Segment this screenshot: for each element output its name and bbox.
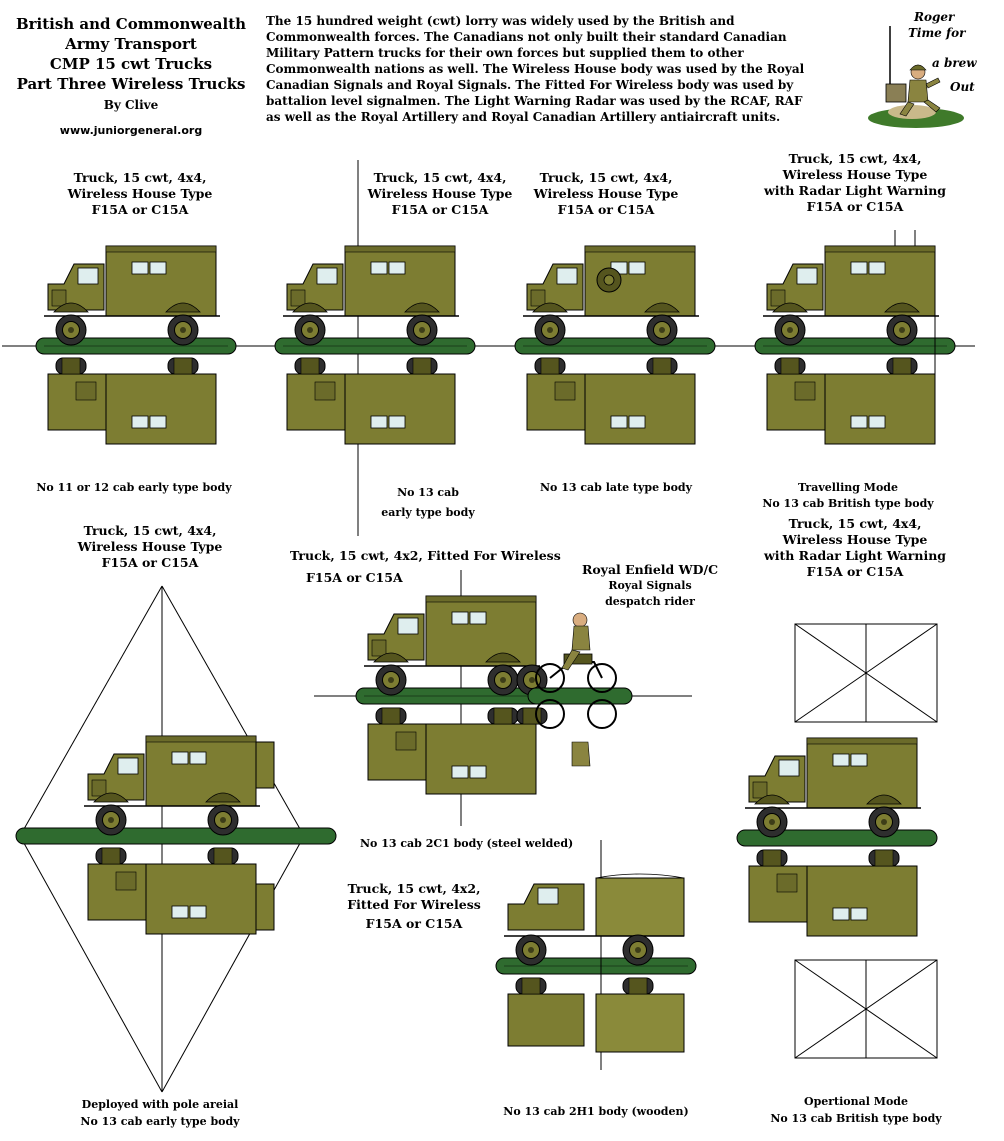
title-line: with Radar Light Warning [763,183,947,198]
logo-word: Roger [914,10,955,24]
intro-line: The 15 hundred weight (cwt) lorry was wi… [266,14,735,28]
title-line: Army Transport [65,35,197,53]
title-line: F15A or C15A [391,202,489,217]
title-line: Part Three Wireless Trucks [16,75,246,93]
unit-6-title: Truck, 15 cwt, 4x2, Fitted For Wireless … [290,548,561,586]
signaller-logo-drawing [868,26,964,128]
unit-2-caption: No 13 cab early type body [360,483,496,523]
logo-word: Out [950,80,975,94]
caption-line: No 13 cab 2H1 body (wooden) [503,1105,689,1118]
caption-line: No 13 cab early type body [80,1115,240,1128]
ffw-truck-wooden [495,840,697,1070]
intro-line: as well as the Royal Artillery and Royal… [266,110,781,124]
title-line: Truck, 15 cwt, 4x2, Fitted For Wireless [290,548,561,563]
title-line: Wireless House Type [77,539,223,554]
title-line: F15A or C15A [91,202,189,217]
title-line: F15A or C15A [365,916,463,931]
title-line: with Radar Light Warning [763,548,947,563]
caption-line: No 13 cab 2C1 body (steel welded) [360,837,574,850]
radar-array-top [794,623,938,723]
unit-5-title: Truck, 15 cwt, 4x4, Wireless House Type … [40,523,260,571]
unit-3-title: Truck, 15 cwt, 4x4, Wireless House Type … [506,170,706,218]
title-line: Truck, 15 cwt, 4x4, [83,523,217,538]
unit-3-caption: No 13 cab late type body [496,480,736,496]
title-line: Truck, 15 cwt, 4x4, [788,516,922,531]
title-line: Wireless House Type [367,186,513,201]
caption-line: No 11 or 12 cab early type body [36,481,232,494]
unit-6-caption: No 13 cab 2C1 body (steel welded) [360,836,574,852]
intro-line: Commonwealth forces. The Canadians not o… [266,30,787,44]
title-line: Truck, 15 cwt, 4x4, [539,170,673,185]
logo-word: a brew [932,56,977,70]
title-line: Royal Enfield WD/C [581,562,719,577]
radar-array-bottom [794,959,938,1059]
unit-4-caption: Travelling Mode No 13 cab British type b… [750,480,946,512]
title-line: despatch rider [605,595,695,608]
title-line: F15A or C15A [557,202,655,217]
unit-7-title: Royal Enfield WD/C Royal Signals despatc… [570,562,730,610]
title-line: Wireless House Type [533,186,679,201]
despatch-rider [527,612,633,767]
title-line: Wireless House Type [782,167,928,182]
intro-line: Military Pattern trucks for their own fo… [266,46,744,60]
title-line: Wireless House Type [67,186,213,201]
title-line: Truck, 15 cwt, 4x2, [347,881,481,896]
radar-truck-travelling [735,230,975,444]
unit-1-caption: No 11 or 12 cab early type body [6,480,262,496]
title-line: CMP 15 cwt Trucks [49,55,213,73]
title-line: Truck, 15 cwt, 4x4, [373,170,507,185]
intro-paragraph: The 15 hundred weight (cwt) lorry was wi… [266,13,866,125]
logo-word: Time for [908,26,966,40]
caption-line: Travelling Mode [798,481,898,494]
title-line: Truck, 15 cwt, 4x4, [788,151,922,166]
intro-line: Commonwealth nations as well. The Wirele… [266,62,805,76]
unit-9-caption: No 13 cab 2H1 body (wooden) [496,1104,696,1120]
unit-8-title: Truck, 15 cwt, 4x4, Wireless House Type … [750,516,960,580]
byline: By Clive [103,98,159,112]
sheet-title: British and Commonwealth Army Transport … [12,14,250,94]
title-line: F15A or C15A [806,199,904,214]
wireless-truck-3 [495,246,735,444]
caption-line: No 13 cab [397,486,459,499]
caption-line: early type body [381,506,475,519]
unit-1-title: Truck, 15 cwt, 4x4, Wireless House Type … [40,170,240,218]
title-line: F15A or C15A [306,570,403,585]
wireless-truck-2 [255,160,495,536]
intro-line: Canadian Signals and Royal Signals. The … [266,78,794,92]
title-line: F15A or C15A [806,564,904,579]
website-text: www.juniorgeneral.org [59,124,203,137]
title-line: Royal Signals [608,579,692,592]
unit-4-title: Truck, 15 cwt, 4x4, Wireless House Type … [750,151,960,215]
caption-line: No 13 cab British type body [762,497,934,510]
title-line: Fitted For Wireless [347,897,481,912]
unit-5-caption: Deployed with pole areial No 13 cab earl… [60,1096,260,1130]
caption-line: Deployed with pole areial [81,1098,239,1111]
signaller-logo: Roger Time for a brew Out [866,6,994,130]
title-line: Truck, 15 cwt, 4x4, [73,170,207,185]
unit-8-caption: Opertional Mode No 13 cab British type b… [758,1093,954,1127]
caption-line: No 13 cab British type body [770,1112,942,1125]
wireless-truck-deployed [15,736,337,934]
unit-2-title: Truck, 15 cwt, 4x4, Wireless House Type … [340,170,540,218]
title-line: F15A or C15A [101,555,199,570]
caption-line: Opertional Mode [803,1095,908,1108]
unit-9-title: Truck, 15 cwt, 4x2, Fitted For Wireless … [334,881,494,932]
radar-truck-operational [736,738,938,936]
wireless-truck-1 [2,246,270,444]
title-line: Wireless House Type [782,532,928,547]
caption-line: No 13 cab late type body [539,481,693,494]
intro-line: battalion level signalmen. The Light War… [266,94,803,108]
title-line: British and Commonwealth [15,15,247,33]
